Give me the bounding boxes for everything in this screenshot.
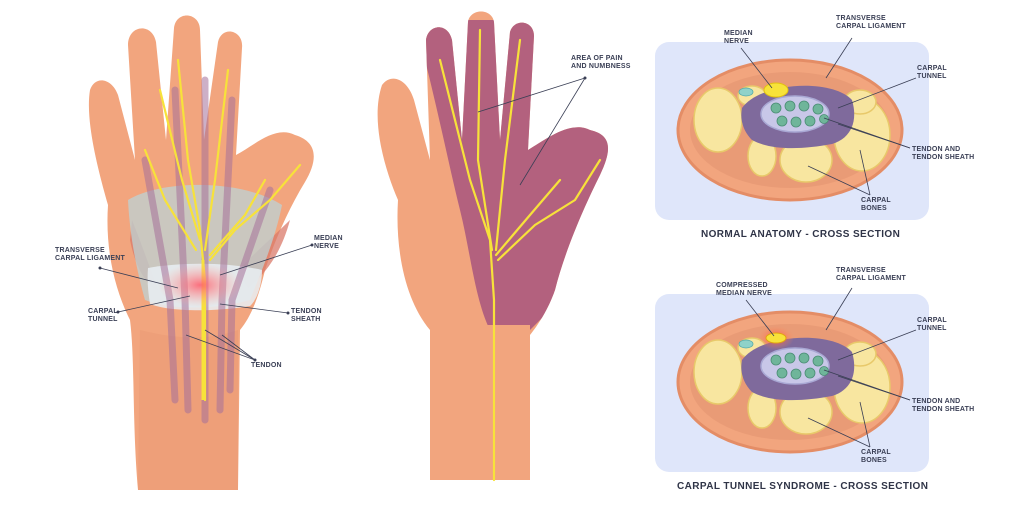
symptom-hand: [377, 11, 609, 482]
syndrome-carpal-bones: [693, 337, 891, 435]
label-tendon: TENDON: [251, 362, 282, 369]
compressed-median-nerve: [765, 332, 787, 344]
normal-section-caption: NORMAL ANATOMY - CROSS SECTION: [701, 229, 901, 240]
label-transverse-carpal-ligament: TRANSVERSE CARPAL LIGAMENT: [55, 247, 126, 262]
normal-cross-section: [655, 37, 929, 220]
syndrome-tendons: [770, 352, 829, 380]
normal-label-transverse-carpal-ligament: TRANSVERSE CARPAL LIGAMENT: [836, 15, 907, 30]
syndrome-label-tendon-and-sheath: TENDON AND TENDON SHEATH: [912, 398, 975, 413]
syndrome-label-carpal-bones: CARPAL BONES: [861, 449, 891, 464]
median-nerve-branches: [143, 58, 302, 402]
normal-label-tendon-and-sheath: TENDON AND TENDON SHEATH: [912, 146, 975, 161]
syndrome-label-carpal-tunnel: CARPAL TUNNEL: [917, 317, 947, 332]
pain-glow: [158, 263, 242, 307]
normal-label-carpal-tunnel: CARPAL TUNNEL: [917, 65, 947, 80]
syndrome-section-caption: CARPAL TUNNEL SYNDROME - CROSS SECTION: [677, 481, 929, 492]
palm-anatomy-hand: [88, 15, 314, 491]
normal-label-carpal-bones: CARPAL BONES: [861, 197, 891, 212]
syndrome-label-compressed-median-nerve: COMPRESSED MEDIAN NERVE: [716, 282, 772, 297]
label-tendon-sheath: TENDON SHEATH: [291, 308, 322, 323]
label-carpal-tunnel: CARPAL TUNNEL: [88, 308, 118, 323]
syndrome-cross-section: [655, 287, 929, 472]
normal-label-median-nerve: MEDIAN NERVE: [724, 30, 753, 45]
normal-tendons: [770, 100, 829, 128]
symptom-nerves: [438, 28, 602, 482]
label-median-nerve: MEDIAN NERVE: [314, 235, 343, 250]
normal-median-nerve: [763, 82, 789, 98]
syndrome-label-transverse-carpal-ligament: TRANSVERSE CARPAL LIGAMENT: [836, 267, 907, 282]
label-area-of-pain: AREA OF PAIN AND NUMBNESS: [571, 55, 631, 70]
